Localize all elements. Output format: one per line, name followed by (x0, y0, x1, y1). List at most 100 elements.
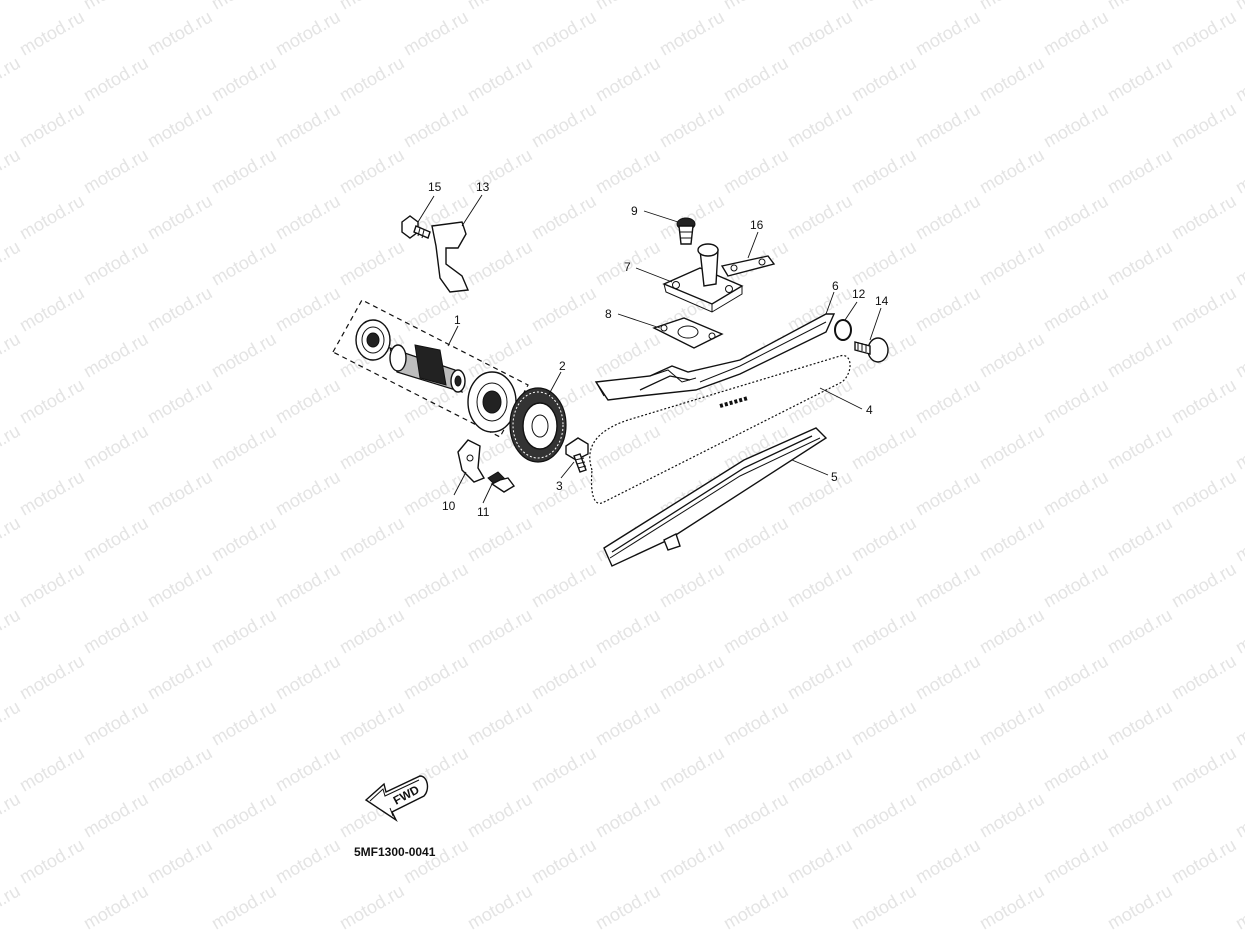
watermark-text: motod.ru (528, 559, 600, 612)
watermark-text: motod.ru (80, 53, 152, 106)
watermark-text: motod.ru (912, 191, 984, 244)
tensioner-bolt[interactable] (676, 217, 696, 245)
watermark-text: motod.ru (400, 99, 472, 152)
watermark-text: motod.ru (208, 697, 280, 750)
cam-sprocket[interactable] (509, 387, 567, 463)
watermark-text: motod.ru (272, 191, 344, 244)
watermark-text: motod.ru (272, 283, 344, 336)
watermark-text: motod.ru (208, 513, 280, 566)
watermark-text: motod.ru (912, 283, 984, 336)
watermark-text: motod.ru (1232, 789, 1245, 842)
callout-8: 8 (605, 307, 612, 321)
watermark-text: motod.ru (464, 881, 536, 934)
callout-7: 7 (624, 260, 631, 274)
watermark-text: motod.ru (1168, 835, 1240, 888)
camshaft-assembly[interactable] (332, 299, 529, 438)
watermark-text: motod.ru (272, 743, 344, 796)
watermark-text: motod.ru (720, 881, 792, 934)
watermark-text: motod.ru (144, 559, 216, 612)
tensioner-plate[interactable] (720, 255, 776, 277)
watermark-text: motod.ru (400, 835, 472, 888)
watermark-text: motod.ru (464, 53, 536, 106)
chain-guide[interactable] (603, 427, 828, 567)
watermark-text: motod.ru (80, 329, 152, 382)
watermark-text: motod.ru (720, 145, 792, 198)
watermark-text: motod.ru (336, 881, 408, 934)
watermark-text: motod.ru (784, 99, 856, 152)
sprocket-bolt[interactable] (565, 437, 589, 473)
watermark-text: motod.ru (144, 99, 216, 152)
gasket[interactable] (652, 317, 724, 349)
watermark-text: motod.ru (0, 329, 24, 382)
watermark-text: motod.ru (848, 0, 920, 13)
watermark-text: motod.ru (1040, 559, 1112, 612)
watermark-text: motod.ru (80, 789, 152, 842)
watermark-text: motod.ru (592, 605, 664, 658)
watermark-text: motod.ru (528, 835, 600, 888)
bracket-bolt[interactable] (401, 215, 431, 239)
watermark-text: motod.ru (1232, 53, 1245, 106)
watermark-text: motod.ru (0, 53, 24, 106)
watermark-text: motod.ru (1040, 7, 1112, 60)
callout-5: 5 (831, 470, 838, 484)
watermark-text: motod.ru (976, 145, 1048, 198)
stopper-plate[interactable] (457, 439, 486, 483)
watermark-text: motod.ru (336, 0, 408, 13)
watermark-text: motod.ru (1104, 881, 1176, 934)
watermark-text: motod.ru (80, 513, 152, 566)
watermark-text: motod.ru (272, 99, 344, 152)
timing-chain[interactable] (589, 354, 851, 504)
chain-tensioner-guide[interactable] (594, 313, 836, 401)
plug-bolt[interactable] (854, 337, 889, 363)
watermark-text: motod.ru (272, 467, 344, 520)
watermark-text: motod.ru (1104, 697, 1176, 750)
watermark-text: motod.ru (848, 421, 920, 474)
watermark-text: motod.ru (784, 7, 856, 60)
watermark-text: motod.ru (1168, 559, 1240, 612)
tensioner-body[interactable] (662, 243, 744, 313)
watermark-text: motod.ru (336, 605, 408, 658)
watermark-text: motod.ru (1104, 145, 1176, 198)
watermark-text: motod.ru (0, 421, 24, 474)
watermark-text: motod.ru (1040, 651, 1112, 704)
watermark-text: motod.ru (1104, 53, 1176, 106)
watermark-text: motod.ru (1168, 99, 1240, 152)
watermark-text: motod.ru (1168, 743, 1240, 796)
plate-bolt[interactable] (487, 471, 516, 493)
callout-labels: 1 2 3 4 5 6 7 8 9 10 11 12 13 14 15 16 (428, 180, 889, 519)
watermark-text: motod.ru (976, 881, 1048, 934)
watermark-text: motod.ru (16, 375, 88, 428)
watermark-text: motod.ru (976, 329, 1048, 382)
watermark-text: motod.ru (464, 605, 536, 658)
watermark-text: motod.ru (656, 835, 728, 888)
watermark-text: motod.ru (80, 145, 152, 198)
callout-6: 6 (832, 279, 839, 293)
watermark-text: motod.ru (592, 145, 664, 198)
watermark-text: motod.ru (336, 237, 408, 290)
watermark-text: motod.ru (1040, 835, 1112, 888)
watermark-text: motod.ru (208, 145, 280, 198)
bracket[interactable] (431, 221, 470, 293)
watermark-text: motod.ru (144, 467, 216, 520)
callout-2: 2 (559, 359, 566, 373)
watermark-text: motod.ru (528, 651, 600, 704)
watermark-text: motod.ru (1232, 697, 1245, 750)
watermark-text: motod.ru (720, 697, 792, 750)
watermark-text: motod.ru (80, 237, 152, 290)
watermark-text: motod.ru (528, 191, 600, 244)
watermark-text: motod.ru (784, 835, 856, 888)
watermark-text: motod.ru (144, 191, 216, 244)
o-ring[interactable] (834, 319, 852, 341)
watermark-text: motod.ru (912, 99, 984, 152)
watermark-text: motod.ru (912, 743, 984, 796)
leader-lines (417, 194, 882, 504)
watermark-text: motod.ru (976, 789, 1048, 842)
watermark-text: motod.ru (1232, 421, 1245, 474)
watermark-text: motod.ru (272, 7, 344, 60)
watermark-text: motod.ru (400, 559, 472, 612)
watermark-text: motod.ru (1040, 99, 1112, 152)
watermark-text: motod.ru (656, 7, 728, 60)
watermark-text: motod.ru (16, 467, 88, 520)
